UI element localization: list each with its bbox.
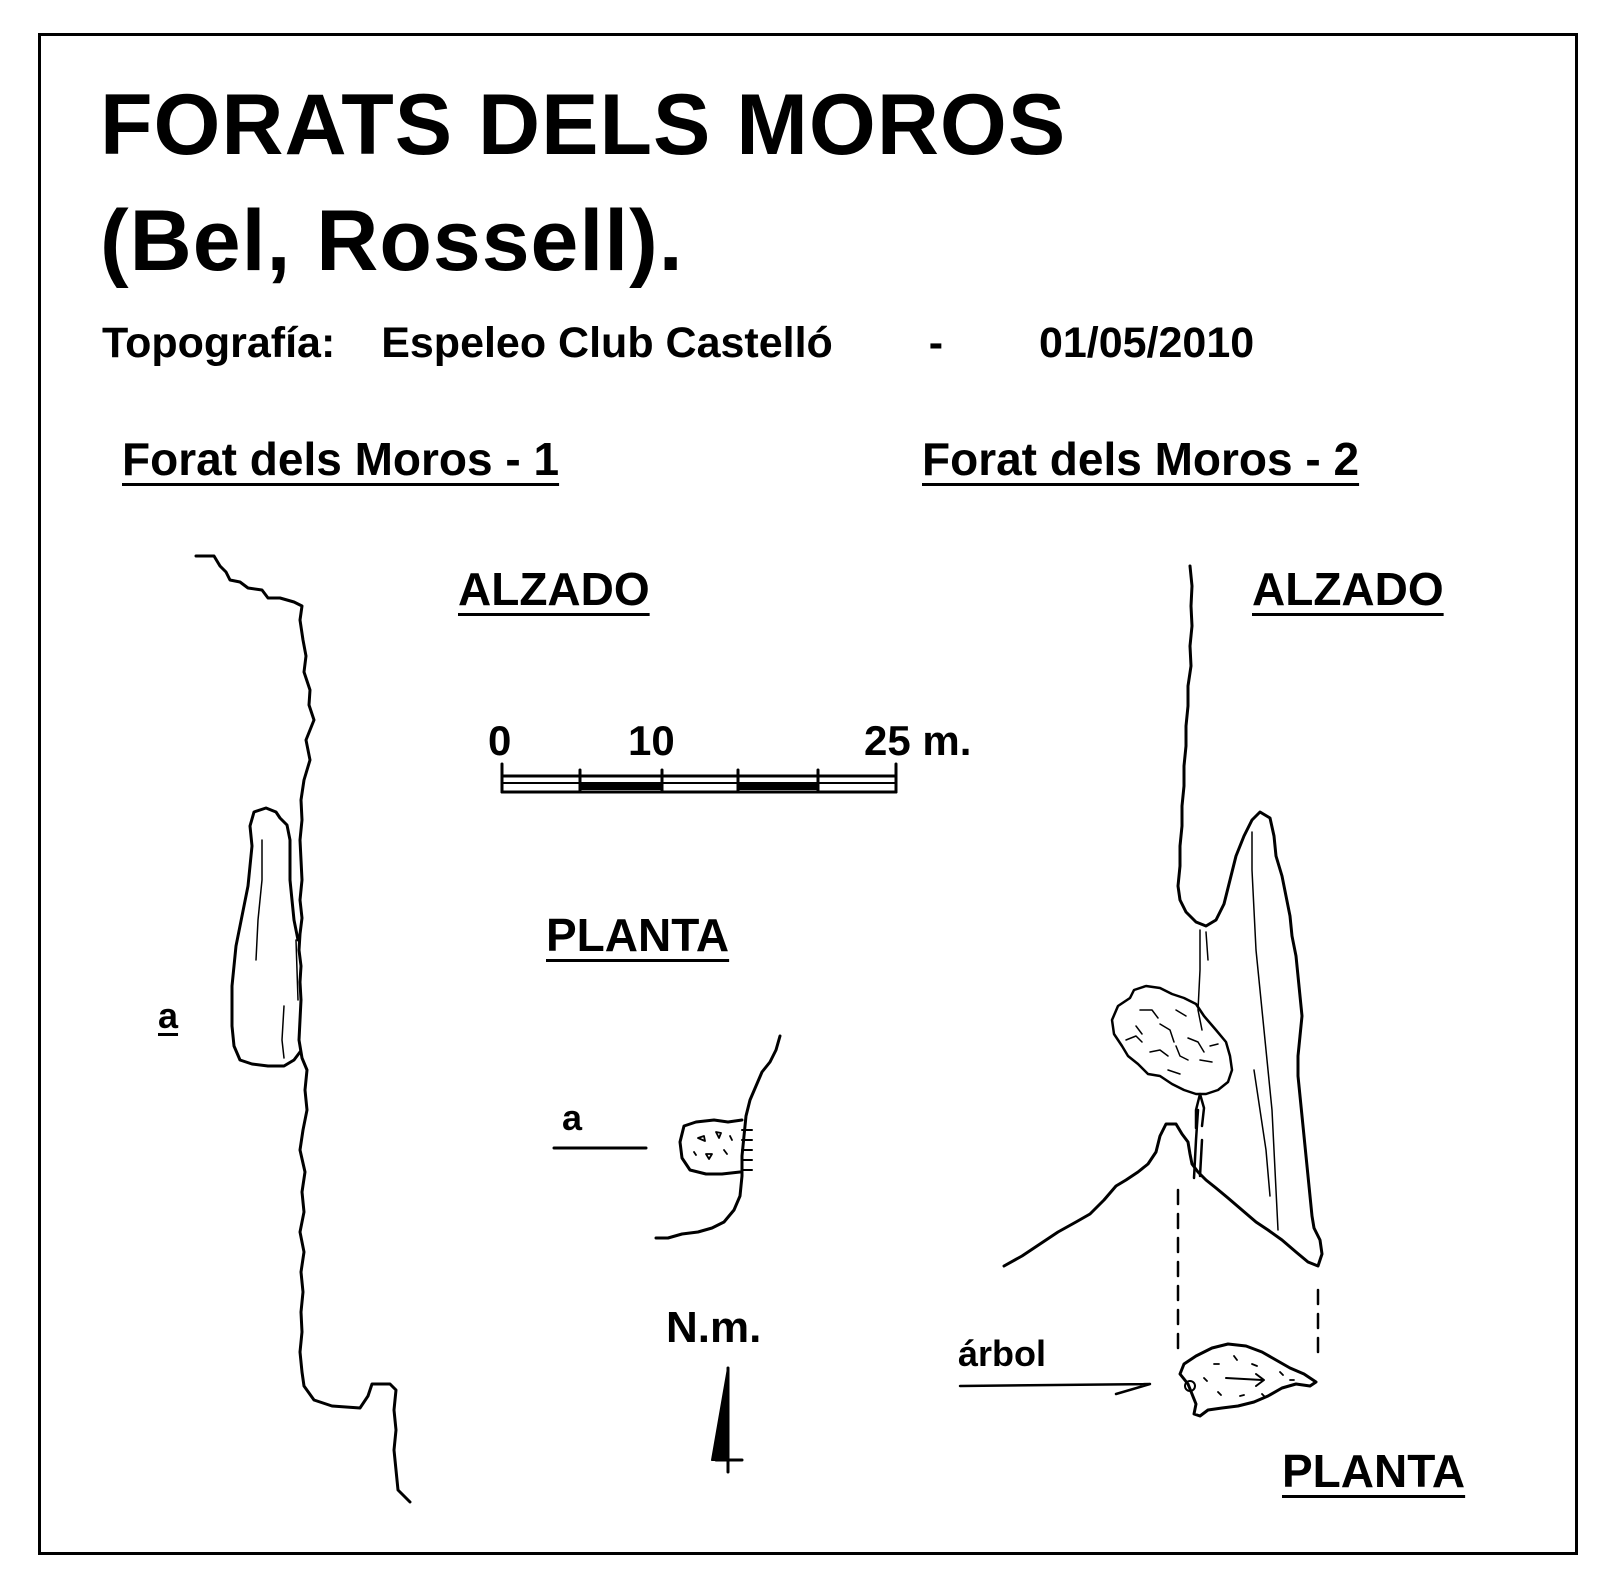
title-line-1: FORATS DELS MOROS — [100, 77, 1067, 173]
scale-bar — [500, 762, 898, 794]
cave-2-plan-slope-arrow — [1225, 1373, 1265, 1387]
credit-author: Espeleo Club Castelló — [381, 319, 833, 367]
cave-1-name: Forat dels Moros - 1 — [122, 433, 560, 485]
cave-1-plan-debris — [693, 1131, 733, 1160]
cave-1-plan-label: PLANTA — [546, 909, 730, 961]
cave-1-elevation-detail — [255, 839, 299, 1059]
survey-credit: Topografía: Espeleo Club Castelló - 01/0… — [102, 322, 1254, 365]
tree-icon — [1110, 984, 1234, 1180]
cave-1-elevation-point-a: a — [158, 995, 179, 1036]
north-arrow-icon — [711, 1366, 744, 1474]
scale-tick-0: 0 — [488, 717, 512, 764]
cave-2-plan-outline — [1178, 1342, 1318, 1418]
scale-tick-10: 10 — [628, 717, 675, 764]
cave-1-cliff-wall — [194, 554, 412, 1504]
credit-date: 01/05/2010 — [1038, 319, 1255, 367]
cave-2-plan-label: PLANTA — [1282, 1445, 1466, 1497]
cave-2-plan-tree-mark — [1184, 1380, 1196, 1392]
drawing-frame — [38, 33, 1578, 1555]
cave-2-elevation-label: ALZADO — [1252, 563, 1444, 615]
scale-bar-segment-1 — [580, 782, 662, 790]
credit-separator: - — [928, 319, 944, 367]
cave-1-plan-entrance — [678, 1118, 744, 1176]
north-label: N.m. — [666, 1303, 762, 1352]
scale-tick-25: 25 m. — [864, 717, 972, 764]
cave-1-plan-wall — [654, 1034, 782, 1240]
cave-1-elevation-label: ALZADO — [458, 563, 650, 615]
cave-1-plan — [552, 1034, 782, 1240]
tree-label: árbol — [958, 1333, 1047, 1374]
cave-1-plan-dripline — [741, 1129, 753, 1171]
cave-2-name: Forat dels Moros - 2 — [922, 433, 1360, 485]
credit-label: Topografía: — [102, 319, 336, 367]
tree-pointer-line — [958, 1382, 1152, 1396]
cave-1-elevation-passage — [230, 806, 302, 1068]
cave-2-inner-wall — [1197, 831, 1279, 1231]
cave-2-plan — [958, 1342, 1318, 1418]
cave-2-cliff-wall — [1002, 564, 1324, 1268]
cave-1-plan-point-a: a — [562, 1097, 583, 1138]
cave-2-plan-debris — [1203, 1355, 1295, 1398]
title-line-2: (Bel, Rossell). — [100, 193, 684, 289]
scale-bar-segment-2 — [738, 782, 818, 790]
